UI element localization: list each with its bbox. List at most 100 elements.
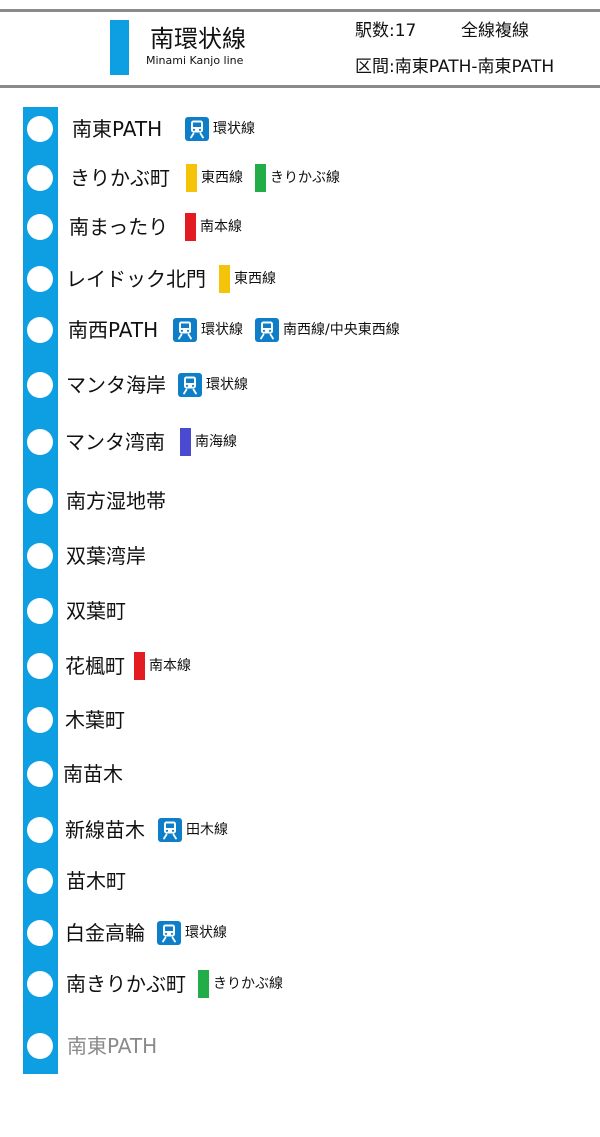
transfer-line-label: 南海線 (195, 434, 237, 450)
station-name: 南まったり (69, 215, 169, 239)
station-node (27, 653, 53, 679)
station-node (27, 817, 53, 843)
station-name: 南方湿地帯 (66, 489, 166, 513)
transfer-line: 南本線 (185, 213, 242, 241)
train-icon (178, 373, 202, 397)
station-node (27, 761, 53, 787)
station-row: 苗木町 (0, 861, 600, 901)
line-section: 区間:南東PATH-南東PATH (355, 57, 555, 77)
station-node (27, 266, 53, 292)
station-node (27, 429, 53, 455)
transfer-line: 南本線 (134, 652, 191, 680)
station-row: きりかぶ町 東西線 きりかぶ線 (0, 158, 600, 198)
station-node (27, 214, 53, 240)
transfer-line-label: 東西線 (201, 170, 243, 186)
station-node (27, 372, 53, 398)
transfer-line: 東西線 (186, 164, 243, 192)
transfer-line: 環状線 (185, 115, 255, 143)
transfer-line: 東西線 (219, 265, 276, 293)
station-row: 南方湿地帯 (0, 481, 600, 521)
transfer-connections: 環状線 南西線/中央東西線 (173, 316, 412, 344)
transfer-line-label: 環状線 (206, 377, 248, 393)
train-icon (173, 318, 197, 342)
transfer-line-label: 東西線 (234, 271, 276, 287)
transfer-connections: 南海線 (180, 428, 249, 456)
station-row: 南苗木 (0, 754, 600, 794)
train-icon (158, 818, 182, 842)
station-node (27, 598, 53, 624)
line-color-bar (255, 164, 266, 192)
transfer-line-label: 南本線 (200, 219, 242, 235)
station-name: 木葉町 (65, 708, 125, 732)
station-row: マンタ海岸 環状線 (0, 365, 600, 405)
station-row: 花楓町 南本線 (0, 646, 600, 686)
line-color-bar (198, 970, 209, 998)
station-name: 花楓町 (65, 654, 125, 678)
transfer-connections: 環状線 (178, 371, 260, 399)
line-name-english: Minami Kanjo line (146, 54, 244, 67)
line-color-bar (180, 428, 191, 456)
station-row: 南西PATH 環状線 南西線/中央東西線 (0, 310, 600, 350)
transfer-line: 南西線/中央東西線 (255, 316, 400, 344)
station-name: 南苗木 (63, 762, 123, 786)
line-color-bar (219, 265, 230, 293)
station-count: 駅数:17 (355, 21, 417, 41)
station-row: 南きりかぶ町 きりかぶ線 (0, 964, 600, 1004)
train-icon (157, 921, 181, 945)
line-color-swatch (110, 20, 129, 75)
train-icon (185, 117, 209, 141)
station-node (27, 707, 53, 733)
transfer-line-label: 南西線/中央東西線 (283, 322, 400, 338)
station-name: 南東PATH (72, 117, 163, 141)
transfer-line: 田木線 (158, 816, 228, 844)
station-name: 南西PATH (68, 318, 159, 342)
transfer-line: きりかぶ線 (255, 164, 340, 192)
station-name: マンタ海岸 (66, 373, 166, 397)
transfer-line-label: 環状線 (185, 925, 227, 941)
transfer-line-label: きりかぶ線 (213, 976, 283, 992)
station-name: きりかぶ町 (70, 166, 170, 190)
station-row: 白金高輪 環状線 (0, 913, 600, 953)
track-type: 全線複線 (461, 21, 529, 41)
transfer-line-label: 南本線 (149, 658, 191, 674)
station-name: 南東PATH (67, 1034, 158, 1058)
line-color-bar (134, 652, 145, 680)
station-node (27, 971, 53, 997)
transfer-line: 環状線 (178, 371, 248, 399)
station-name: 南きりかぶ町 (66, 972, 186, 996)
transfer-line-label: きりかぶ線 (270, 170, 340, 186)
station-node (27, 116, 53, 142)
station-row: 双葉町 (0, 591, 600, 631)
transfer-line-label: 環状線 (201, 322, 243, 338)
station-row: 木葉町 (0, 700, 600, 740)
station-node (27, 317, 53, 343)
station-name: マンタ湾南 (65, 430, 165, 454)
transfer-connections: 南本線 (185, 213, 254, 241)
line-color-bar (185, 213, 196, 241)
line-color-bar (186, 164, 197, 192)
station-row: 南東PATH (0, 1026, 600, 1066)
station-row: レイドック北門東西線 (0, 259, 600, 299)
station-node (27, 920, 53, 946)
station-node (27, 1033, 53, 1059)
station-name: 苗木町 (66, 869, 126, 893)
station-node (27, 543, 53, 569)
station-row: 双葉湾岸 (0, 536, 600, 576)
transfer-connections: きりかぶ線 (198, 970, 295, 998)
transfer-line: 環状線 (173, 316, 243, 344)
transfer-line: 環状線 (157, 919, 227, 947)
transfer-line: 南海線 (180, 428, 237, 456)
transfer-connections: 田木線 (158, 816, 240, 844)
transfer-connections: 環状線 (185, 115, 267, 143)
transfer-line-label: 環状線 (213, 121, 255, 137)
station-name: 双葉町 (66, 599, 126, 623)
transfer-line-label: 田木線 (186, 822, 228, 838)
station-name: 白金高輪 (65, 921, 145, 945)
train-icon (255, 318, 279, 342)
header-top-rule (0, 9, 600, 12)
header-bottom-rule (0, 85, 600, 88)
line-name-japanese: 南環状線 (150, 25, 246, 53)
transfer-line: きりかぶ線 (198, 970, 283, 998)
transfer-connections: 環状線 (157, 919, 239, 947)
station-name: 新線苗木 (65, 818, 145, 842)
